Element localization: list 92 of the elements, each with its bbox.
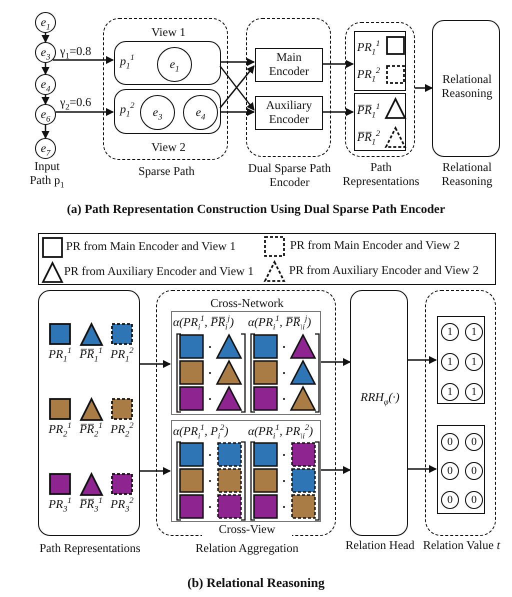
value-circle	[441, 353, 459, 371]
legend-label: PR from Main Encoder and View 1	[66, 240, 236, 254]
node-label: e$_{4}$	[196, 106, 206, 120]
formula-label: RRH$_{φ}$(·)	[360, 391, 400, 405]
node-label: e$_{7}$	[40, 142, 50, 156]
node-label: Auxiliary Encoder	[265, 99, 313, 127]
representation-box	[354, 31, 406, 91]
value-circle	[441, 383, 459, 401]
representation-box	[354, 93, 406, 151]
node-label: Relation Aggregation	[194, 542, 300, 556]
value-circle	[465, 383, 483, 401]
node-label: Path Representations	[38, 542, 142, 556]
node-label: 0	[471, 436, 477, 448]
legend-label: PR from Auxiliary Encoder and View 2	[289, 264, 479, 278]
arrow	[320, 466, 351, 474]
value-box	[437, 425, 485, 514]
node-label: 1	[471, 356, 477, 368]
arrow	[320, 358, 351, 366]
arrow	[415, 84, 433, 92]
legend-label: PR from Main Encoder and View 2	[290, 239, 460, 253]
node-label: 1	[471, 386, 477, 398]
value-circle	[465, 491, 483, 509]
node-label: Relation Head	[345, 539, 415, 553]
node-label: View 2	[150, 141, 187, 155]
entity-circle	[157, 47, 192, 82]
node-label: Relational Reasoning	[440, 161, 494, 189]
arrow	[322, 108, 354, 116]
node-label: Path Representations	[342, 161, 420, 189]
node-label: Cross-View	[202, 523, 292, 537]
node-label: 0	[447, 436, 453, 448]
node-label: e$_{1}$	[170, 58, 180, 72]
value-circle	[441, 323, 459, 341]
value-circle	[441, 491, 459, 509]
arrow	[52, 56, 114, 64]
node-label: 0	[471, 464, 477, 478]
entity-circle	[35, 42, 56, 63]
value-circle	[441, 433, 459, 451]
node-label: 0	[471, 494, 477, 506]
formula-label: α(PR$_{i}$$^{1}$, P̅R̅$_{\i}$$^{j}$)	[248, 316, 312, 330]
formula-label: α(PR$_{i}$$^{1}$, P$_{i}$$^{2}$)	[173, 425, 230, 439]
edge-label: γ$_{2}$=0.6	[60, 96, 92, 110]
arrow	[140, 467, 171, 475]
arrow	[42, 125, 50, 139]
axis-label: Input Path p$_{1}$	[28, 160, 66, 188]
node-label: Cross-Network	[209, 297, 285, 311]
node-label: e$_{3}$	[40, 46, 50, 60]
node-label: 1	[447, 326, 453, 338]
value-circle	[465, 323, 483, 341]
entity-circle	[35, 138, 56, 159]
caption: (a) Path Representation Construction Using Dual Sparse Path Encoder	[66, 202, 446, 216]
arrow	[42, 95, 50, 105]
value-circle	[465, 353, 483, 371]
entity-circle	[35, 74, 56, 95]
entity-circle	[183, 95, 218, 130]
formula-label: α(PR$_{i}$$^{1}$, PR$_{\i}$$^{2}$)	[248, 425, 314, 439]
node-label: e$_{3}$	[152, 106, 162, 120]
edge-label: γ$_{1}$=0.8	[60, 45, 92, 59]
arrow	[220, 108, 255, 116]
entity-circle	[35, 12, 56, 33]
node-label: 0	[447, 464, 453, 478]
arrow	[42, 33, 50, 43]
value-circle	[465, 433, 483, 451]
arrow	[408, 465, 437, 473]
node-label: Sparse Path	[137, 165, 196, 179]
arrow	[220, 58, 255, 66]
value-circle	[465, 462, 483, 480]
encoder-box	[255, 48, 323, 82]
arrow	[56, 108, 114, 116]
node-label: 1	[471, 326, 477, 338]
node-label: View 1	[150, 26, 187, 40]
node-label: e$_{6}$	[40, 108, 50, 122]
formula-label: α(PR$_{i}$$^{1}$, P̅R̅$_{i}$$^{j}$)	[173, 316, 235, 330]
value-circle	[441, 462, 459, 480]
encoder-box	[255, 96, 323, 130]
arrow	[408, 356, 437, 364]
legend-label: PR from Auxiliary Encoder and View 1	[64, 265, 254, 279]
arrow	[42, 63, 50, 75]
node-label: Dual Sparse Path Encoder	[247, 162, 332, 190]
entity-circle	[35, 104, 56, 125]
node-label: Relation Value t	[422, 539, 502, 553]
node-label: 1	[447, 386, 453, 398]
value-box	[437, 316, 485, 404]
node-label: e$_{1}$	[40, 16, 50, 30]
arrow	[140, 360, 171, 368]
arrow	[322, 60, 354, 68]
node-label: Main Encoder	[268, 51, 310, 79]
node-label: 0	[447, 494, 453, 506]
node-label: Relational Reasoning	[440, 73, 494, 101]
node-label: 1	[447, 356, 453, 368]
node-label: e$_{4}$	[40, 78, 50, 92]
caption: (b) Relational Reasoning	[186, 576, 326, 591]
entity-circle	[140, 95, 175, 130]
